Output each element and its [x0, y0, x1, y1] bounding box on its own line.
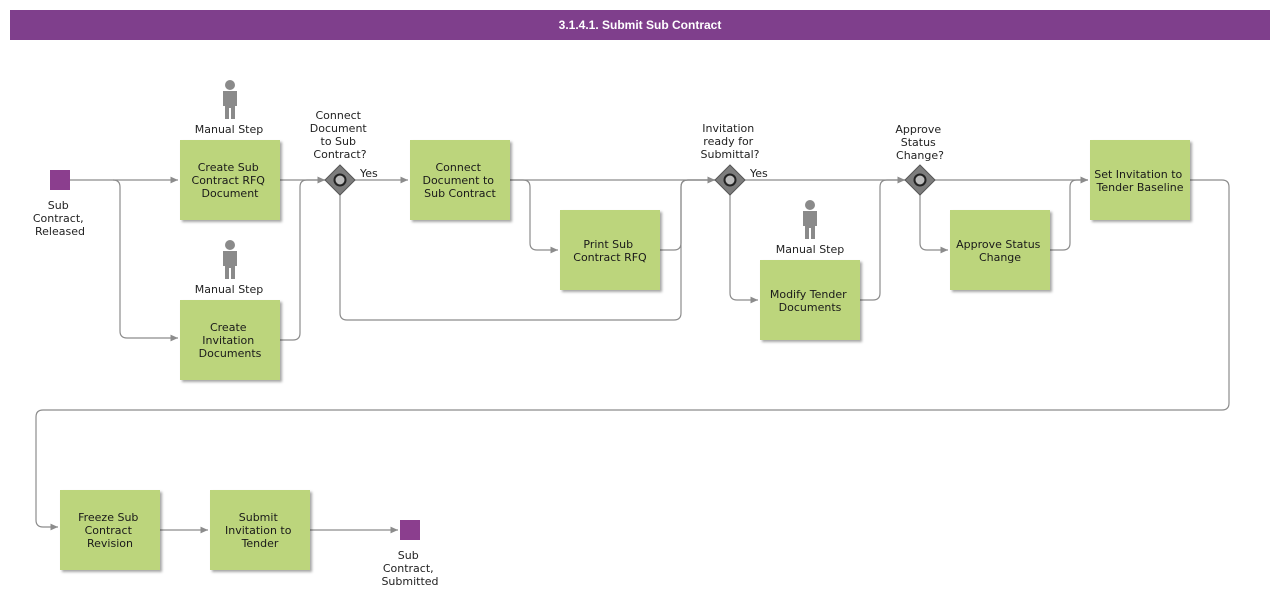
svg-text:Create Sub Contract RFQ: Create Sub Contract RFQ Document: [192, 161, 269, 200]
task-approve-status: Approve Status Change: [950, 210, 1050, 290]
manual-step-person-icon: [803, 200, 817, 239]
connector: [1050, 176, 1088, 251]
connector: [35, 179, 1230, 531]
svg-text:Freeze Sub Contract: Freeze Sub Contract Revision: [78, 511, 142, 550]
svg-text:Approve Status Change: Approve Status Change: [956, 238, 1044, 264]
task-submit-invitation: Submit Invitation to Tender: [210, 490, 310, 570]
task-create-rfq: Create Sub Contract RFQ Document: [180, 140, 280, 220]
title-bar: 3.1.4.1. Submit Sub Contract: [10, 10, 1270, 40]
connectors: [35, 176, 1230, 534]
task-set-baseline: Set Invitation to Tender Baseline: [1090, 140, 1190, 220]
gateway-yes-label: Yes: [359, 167, 378, 180]
gateway-connect-document: [324, 164, 356, 196]
gateway-label: Connect Document to Sub Contract?: [310, 109, 371, 161]
gateway-approve-status: [904, 164, 936, 196]
connector: [112, 179, 178, 342]
connector: [860, 176, 905, 301]
svg-text:Print Sub Contract RFQ: Print Sub Contract RFQ: [573, 238, 647, 264]
end-event: [400, 520, 420, 540]
task-create-invitation: Create Invitation Documents: [180, 300, 280, 380]
connector: [919, 195, 948, 254]
manual-step-label: Manual Step: [195, 283, 264, 296]
svg-text:Submit Invitation to: Submit Invitation to Tender: [225, 511, 295, 550]
svg-text:Create Invitation: Create Invitation Documents: [199, 321, 262, 360]
svg-text:Modify Tender Documents: Modify Tender Documents: [770, 288, 850, 314]
gateway-label: Approve Status Change?: [895, 123, 944, 162]
task-freeze-revision: Freeze Sub Contract Revision: [60, 490, 160, 570]
svg-text:Connect Document to: Connect Document to Sub Contract: [422, 161, 497, 200]
diagram-title: 3.1.4.1. Submit Sub Contract: [558, 18, 722, 32]
connector: [280, 176, 325, 341]
manual-step-label: Manual Step: [776, 243, 845, 256]
start-event: [50, 170, 70, 190]
gateway-yes-label: Yes: [749, 167, 768, 180]
manual-step-person-icon: [223, 80, 237, 119]
start-event-label: Sub Contract, Released: [33, 199, 87, 238]
manual-step-label: Manual Step: [195, 123, 264, 136]
connector: [729, 195, 758, 304]
task-print-rfq: Print Sub Contract RFQ: [560, 210, 660, 290]
manual-step-person-icon: [223, 240, 237, 279]
gateway-invitation-ready: [714, 164, 746, 196]
connector: [660, 179, 715, 251]
task-modify-tender: Modify Tender Documents: [760, 260, 860, 340]
svg-text:Set Invitation to Tender: Set Invitation to Tender Baseline: [1094, 168, 1186, 194]
gateway-label: Invitation ready for Submittal?: [701, 122, 760, 161]
end-event-label: Sub Contract, Submitted: [381, 549, 438, 588]
task-connect-document: Connect Document to Sub Contract: [410, 140, 510, 220]
connector: [510, 179, 558, 254]
